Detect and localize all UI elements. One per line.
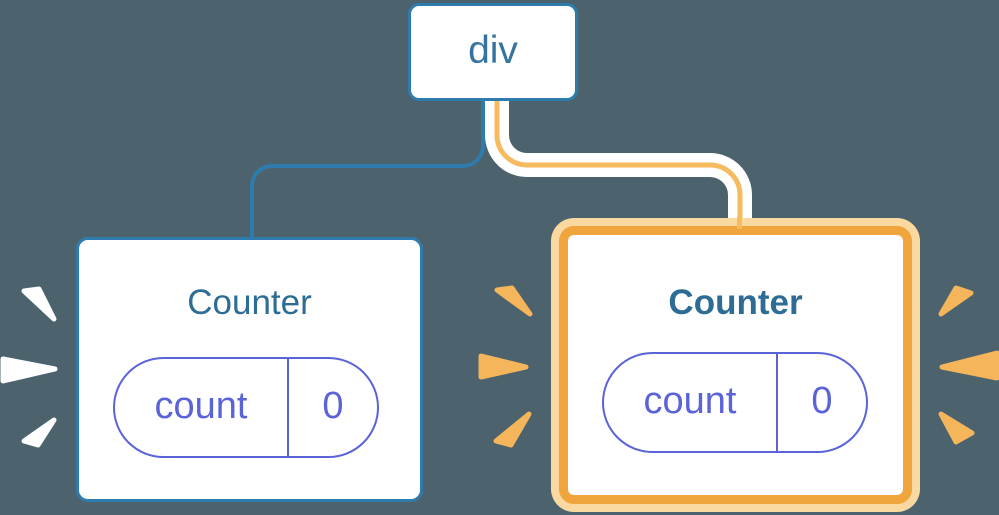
edge-highlight-tip bbox=[737, 217, 742, 229]
spark-icon bbox=[21, 286, 57, 322]
state-value-cell: 0 bbox=[778, 354, 866, 451]
root-node-div: div bbox=[408, 3, 578, 101]
root-node-label: div bbox=[468, 28, 518, 72]
counter-node-right-highlighted: Counter count 0 bbox=[559, 226, 912, 504]
state-key-label: count bbox=[643, 379, 737, 422]
counter-title: Counter bbox=[668, 283, 803, 322]
state-value-label: 0 bbox=[322, 384, 344, 427]
edge-root-to-right-counter-highlight bbox=[494, 95, 743, 230]
state-pill: count 0 bbox=[602, 352, 868, 453]
spark-icon bbox=[478, 353, 529, 380]
spark-icon bbox=[938, 285, 974, 317]
state-key-cell: count bbox=[604, 354, 778, 451]
counter-title: Counter bbox=[187, 283, 312, 322]
state-key-cell: count bbox=[115, 359, 289, 456]
spark-icon bbox=[0, 356, 58, 384]
burst-icon-right-counter-right bbox=[938, 285, 999, 445]
spark-icon bbox=[493, 411, 532, 448]
counter-node-left: Counter count 0 bbox=[76, 237, 423, 502]
spark-icon bbox=[21, 417, 57, 448]
state-pill: count 0 bbox=[113, 357, 379, 458]
edge-root-to-left-counter bbox=[250, 95, 485, 239]
spark-icon bbox=[939, 350, 999, 381]
state-value-label: 0 bbox=[811, 379, 833, 422]
burst-icon-right-counter-left bbox=[478, 285, 533, 448]
spark-icon bbox=[938, 411, 975, 445]
state-key-label: count bbox=[154, 384, 248, 427]
edge-root-to-right-counter-halo bbox=[485, 95, 752, 218]
burst-icon-left-counter bbox=[0, 286, 58, 448]
state-value-cell: 0 bbox=[289, 359, 377, 456]
spark-icon bbox=[494, 285, 533, 317]
